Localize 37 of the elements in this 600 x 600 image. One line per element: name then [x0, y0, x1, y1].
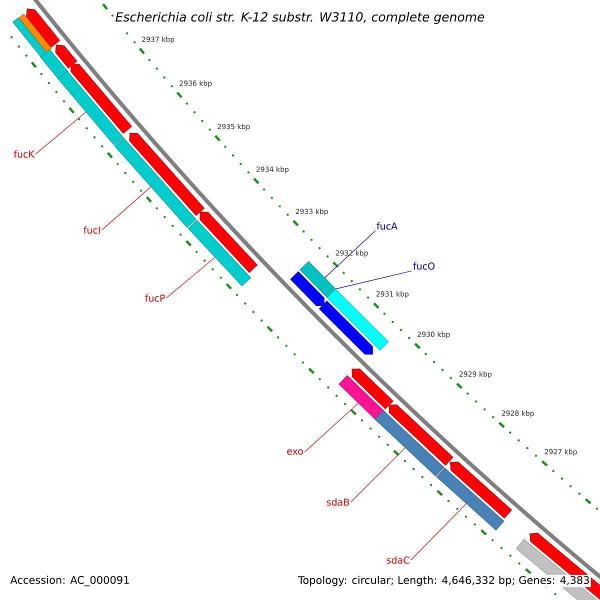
gene-bar	[436, 468, 504, 530]
leader-line	[35, 112, 86, 154]
gene-bar	[18, 14, 52, 52]
leader-line	[102, 186, 151, 230]
gene-label: sdaC	[386, 556, 410, 564]
gene-block	[129, 132, 204, 216]
gene-block	[55, 44, 77, 68]
gene-block	[200, 212, 258, 273]
leader-line	[335, 270, 412, 290]
gene-block	[352, 368, 394, 410]
gene-bar	[58, 70, 124, 146]
gene-block	[318, 300, 373, 355]
gene-label: fucA	[376, 222, 398, 230]
leader-line	[350, 447, 406, 502]
accession-text: Accession: AC_000091	[9, 574, 131, 588]
leader-line	[304, 402, 359, 452]
genome-info-text: Topology: circular; Length: 4,646,332 bp; Genes: 4,383	[297, 574, 591, 588]
gene-bar	[516, 539, 600, 600]
leader-line	[166, 257, 216, 298]
gene-bar	[188, 220, 251, 286]
gene-label: fucO	[413, 262, 434, 270]
gene-label: fucI	[84, 226, 100, 234]
gene-bar	[40, 49, 68, 79]
gene-label: fucP	[145, 294, 165, 302]
gene-bar	[374, 410, 444, 476]
gene-block	[70, 63, 132, 134]
gene-block	[26, 8, 60, 48]
gene-label: fucK	[14, 150, 35, 158]
title: Escherichia coli str. K-12 substr. W3110, complete genome	[114, 10, 486, 26]
gene-block	[388, 404, 454, 466]
leader-line	[324, 230, 376, 278]
gene-bar	[114, 138, 196, 228]
gene-block	[290, 271, 324, 306]
gene-block	[450, 462, 512, 518]
gene-label: exo	[287, 449, 303, 455]
gene-bar	[12, 18, 47, 58]
gene-label: sdaB	[326, 498, 349, 506]
